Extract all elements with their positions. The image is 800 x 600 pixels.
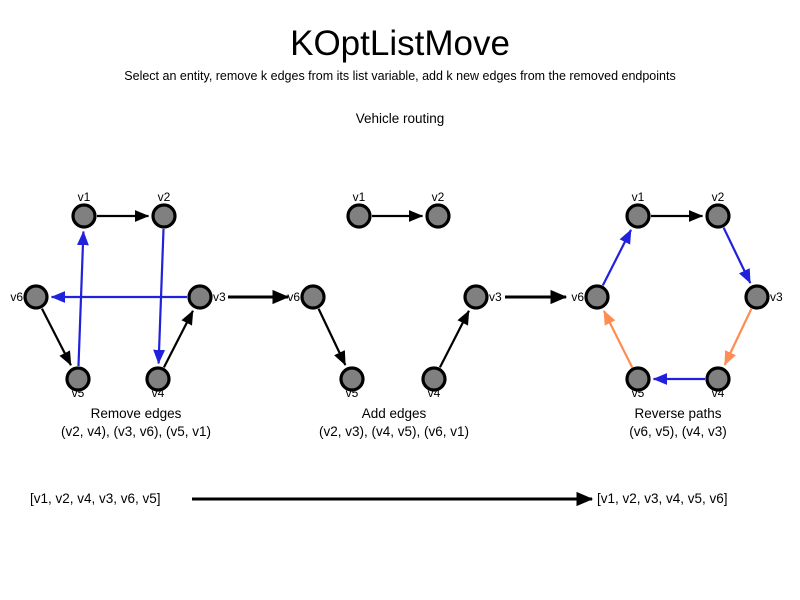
panel-reverse-node-v2[interactable]: v2 [705,190,731,229]
node-circle [705,366,731,392]
panel-remove-node-v5[interactable]: v5 [65,366,91,400]
panel-remove-edge-v4-v3 [162,310,194,368]
panel-reverse-edge-v5-v6 [602,310,634,368]
panel-remove-caption-line-1: Remove edges [91,406,182,421]
panel-remove-caption-line-2: (v2, v4), (v3, v6), (v5, v1) [61,424,211,439]
node-label-v2: v2 [158,190,171,204]
panel-add-node-v2[interactable]: v2 [425,190,451,229]
panel-reverse-caption-line-1: Reverse paths [634,406,721,421]
node-label-v6: v6 [10,290,23,304]
nodes-layer: v1 v2 v3 v4 v5 v6 v1 v2 v3 v4 v5 v6 v1 v2 v3 v4 v5 v6 [10,190,783,400]
node-label-v6: v6 [287,290,300,304]
node-circle [463,284,489,310]
node-circle [421,366,447,392]
panel-reverse-node-v5[interactable]: v5 [625,366,651,400]
node-circle [187,284,213,310]
node-label-v1: v1 [78,190,91,204]
node-label-v5: v5 [346,386,359,400]
panel-reverse-edge-v2-v3 [722,227,752,284]
page-subtitle: Select an entity, remove k edges from it… [124,69,676,83]
panel-reverse-node-v3[interactable]: v3 [744,284,783,310]
node-label-v2: v2 [432,190,445,204]
panel-add-node-v4[interactable]: v4 [421,366,447,400]
list-before: [v1, v2, v4, v3, v6, v5] [30,491,161,506]
node-circle [23,284,49,310]
panel-remove-node-v1[interactable]: v1 [71,190,97,229]
node-label-v5: v5 [632,386,645,400]
node-label-v2: v2 [712,190,725,204]
node-label-v3: v3 [770,290,783,304]
node-circle [425,203,451,229]
captions-layer: Remove edges (v2, v4), (v3, v6), (v5, v1)… [61,406,727,439]
edges-layer [40,210,753,385]
node-label-v1: v1 [632,190,645,204]
panel-remove-node-v6[interactable]: v6 [10,284,49,310]
list-row-layer: [v1, v2, v4, v3, v6, v5] [v1, v2, v3, v4,… [30,491,728,507]
panel-remove-node-v3[interactable]: v3 [187,284,226,310]
node-circle [71,203,97,229]
panel-add-node-v5[interactable]: v5 [339,366,365,400]
node-circle [584,284,610,310]
node-circle [625,203,651,229]
node-label-v4: v4 [152,386,165,400]
panel-add-caption-line-1: Add edges [362,406,427,421]
panel-remove-edge-v5-v1 [76,230,89,367]
node-circle [65,366,91,392]
panel-add-node-v1[interactable]: v1 [346,190,372,229]
node-label-v3: v3 [489,290,502,304]
panel-reverse-node-v4[interactable]: v4 [705,366,731,400]
node-circle [744,284,770,310]
panel-remove-edge-v6-v5 [40,308,72,366]
panel-remove-node-v4[interactable]: v4 [145,366,171,400]
node-circle [705,203,731,229]
node-label-v4: v4 [712,386,725,400]
node-circle [300,284,326,310]
node-circle [346,203,372,229]
panel-reverse-node-v1[interactable]: v1 [625,190,651,229]
node-label-v6: v6 [571,290,584,304]
node-circle [151,203,177,229]
node-label-v1: v1 [353,190,366,204]
node-circle [145,366,171,392]
page-title: KOptListMove [290,24,510,63]
panel-reverse-edge-v3-v4 [723,308,753,366]
list-after: [v1, v2, v3, v4, v5, v6] [597,491,728,506]
panel-add-caption-line-2: (v2, v3), (v4, v5), (v6, v1) [319,424,469,439]
node-label-v5: v5 [72,386,85,400]
node-label-v4: v4 [428,386,441,400]
panel-reverse-caption-line-2: (v6, v5), (v4, v3) [629,424,727,439]
panel-add-node-v6[interactable]: v6 [287,284,326,310]
panel-reverse-edge-v6-v1 [601,229,632,286]
panel-remove-node-v2[interactable]: v2 [151,190,177,229]
panel-reverse-node-v6[interactable]: v6 [571,284,610,310]
panel-add-edge-v4-v3 [438,310,470,368]
node-circle [339,366,365,392]
panel-add-edge-v6-v5 [317,308,347,366]
node-label-v3: v3 [213,290,226,304]
node-circle [625,366,651,392]
panel-add-node-v3[interactable]: v3 [463,284,502,310]
context-label: Vehicle routing [355,111,445,126]
